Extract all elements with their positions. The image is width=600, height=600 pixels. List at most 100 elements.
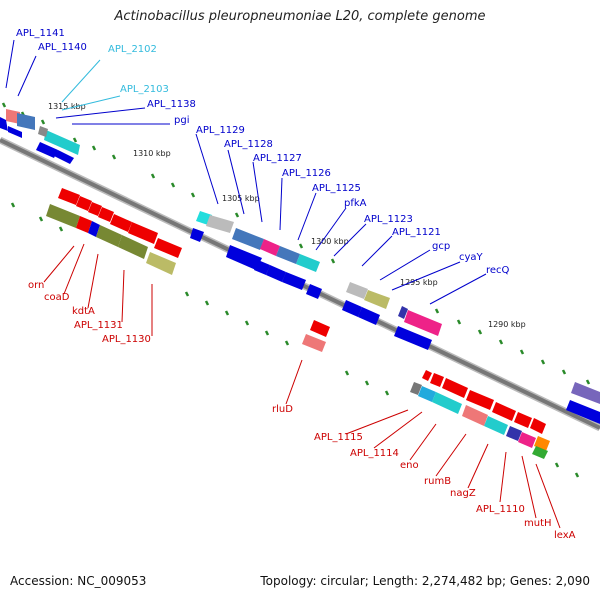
- gene-label: APL_1128: [224, 139, 273, 150]
- top-labels: APL_1141 APL_1140 APL_2102 APL_2103 APL_…: [16, 28, 510, 276]
- gene-label: APL_1131: [74, 320, 123, 331]
- gene-block: [46, 204, 80, 228]
- gene-block: [154, 238, 182, 258]
- gene-block: [532, 446, 548, 459]
- gene-label: cyaY: [459, 252, 484, 263]
- gene-block: [296, 254, 320, 272]
- gene-label: APL_1121: [392, 227, 441, 238]
- gene-block: [484, 416, 508, 435]
- top-leaders: [5, 39, 487, 305]
- gene-block: [422, 370, 432, 381]
- gene-block: [530, 418, 546, 434]
- gene-block: [76, 196, 92, 211]
- topology-text: Topology: circular; Length: 2,274,482 bp…: [260, 574, 590, 588]
- gene-block: [254, 260, 270, 275]
- gene-block: [17, 113, 35, 130]
- gene-label: APL_2102: [108, 44, 157, 55]
- gene-block: [226, 245, 262, 270]
- gene-block: [146, 252, 176, 275]
- gene-block: [364, 290, 390, 309]
- gene-block: [232, 228, 264, 250]
- gene-label: APL_1126: [282, 168, 331, 179]
- gene-block: [6, 109, 20, 124]
- gene-label: APL_1127: [253, 153, 302, 164]
- gene-block: [306, 284, 322, 299]
- gene-block: [566, 400, 600, 424]
- gene-block: [430, 373, 444, 387]
- kbp-label: 1310 kbp: [133, 149, 171, 158]
- gene-block: [110, 214, 132, 232]
- gene-block: [394, 326, 432, 350]
- gene-block: [358, 307, 380, 325]
- gene-label: APL_1110: [476, 504, 525, 515]
- gene-block: [404, 310, 442, 336]
- gene-block: [88, 221, 100, 237]
- gene-block: [571, 382, 600, 404]
- gene-block: [58, 188, 80, 205]
- gene-label: eno: [400, 460, 419, 471]
- gene-block: [76, 216, 92, 233]
- map-title: Actinobacillus pleuropneumoniae L20, com…: [114, 9, 486, 24]
- gene-label: APL_1123: [364, 214, 413, 225]
- gene-block: [346, 282, 368, 299]
- gene-block: [118, 235, 148, 259]
- forward-genes: [0, 109, 600, 424]
- gene-block: [518, 432, 536, 448]
- kbp-label: 1295 kbp: [400, 278, 438, 287]
- gene-block: [492, 402, 516, 421]
- gene-label: APL_2103: [120, 84, 169, 95]
- gene-label: APL_1138: [147, 99, 196, 110]
- gene-label: APL_1125: [312, 183, 361, 194]
- gene-block: [302, 334, 326, 352]
- gene-label: rumB: [424, 476, 451, 487]
- gene-block: [310, 320, 330, 337]
- gene-label: APL_1140: [38, 42, 87, 53]
- gene-block: [276, 246, 300, 264]
- gene-label: coaD: [44, 292, 70, 303]
- gene-label: APL_1129: [196, 125, 245, 136]
- gene-block: [266, 265, 286, 282]
- gene-block: [410, 382, 422, 395]
- gene-block: [98, 207, 114, 222]
- gene-block: [282, 272, 306, 290]
- gene-block: [462, 405, 488, 426]
- accession-text: Accession: NC_009053: [10, 574, 147, 588]
- gene-label: mutH: [524, 518, 552, 529]
- kbp-label: 1300 kbp: [311, 237, 349, 246]
- gene-label: rluD: [272, 404, 293, 415]
- gene-label: orn: [28, 280, 44, 291]
- gene-label: lexA: [554, 530, 576, 541]
- gene-block: [466, 390, 494, 410]
- gene-label: APL_1115: [314, 432, 363, 443]
- gene-block: [44, 130, 80, 155]
- gene-label: pfkA: [344, 198, 367, 209]
- gene-label: APL_1130: [102, 334, 151, 345]
- gene-label: nagZ: [450, 488, 476, 499]
- gene-label: pgi: [174, 115, 189, 126]
- gene-block: [418, 386, 436, 402]
- gene-label: kdtA: [72, 306, 95, 317]
- gene-block: [260, 239, 280, 256]
- gene-block: [342, 300, 362, 317]
- gene-block: [38, 126, 48, 137]
- gene-block: [506, 426, 522, 441]
- gene-block: [88, 202, 102, 216]
- reverse-genes: [46, 188, 550, 459]
- bottom-leaders: [43, 243, 561, 529]
- gene-label: recQ: [486, 265, 510, 276]
- kbp-label: 1305 kbp: [222, 194, 260, 203]
- gene-block: [432, 392, 462, 414]
- gene-block: [442, 378, 468, 398]
- bottom-labels: orn coaD kdtA APL_1131 APL_1130 rluD APL…: [28, 280, 576, 541]
- gene-label: APL_1141: [16, 28, 65, 39]
- gene-block: [96, 225, 122, 247]
- kbp-labels: 1315 kbp 1310 kbp 1305 kbp 1300 kbp 1295…: [48, 102, 526, 329]
- gene-label: gcp: [432, 241, 450, 252]
- gene-block: [398, 306, 408, 319]
- gene-block: [206, 215, 234, 233]
- gene-block: [54, 150, 74, 164]
- gene-block: [128, 222, 158, 244]
- tick-marks: [1, 102, 591, 478]
- gene-block: [190, 228, 204, 242]
